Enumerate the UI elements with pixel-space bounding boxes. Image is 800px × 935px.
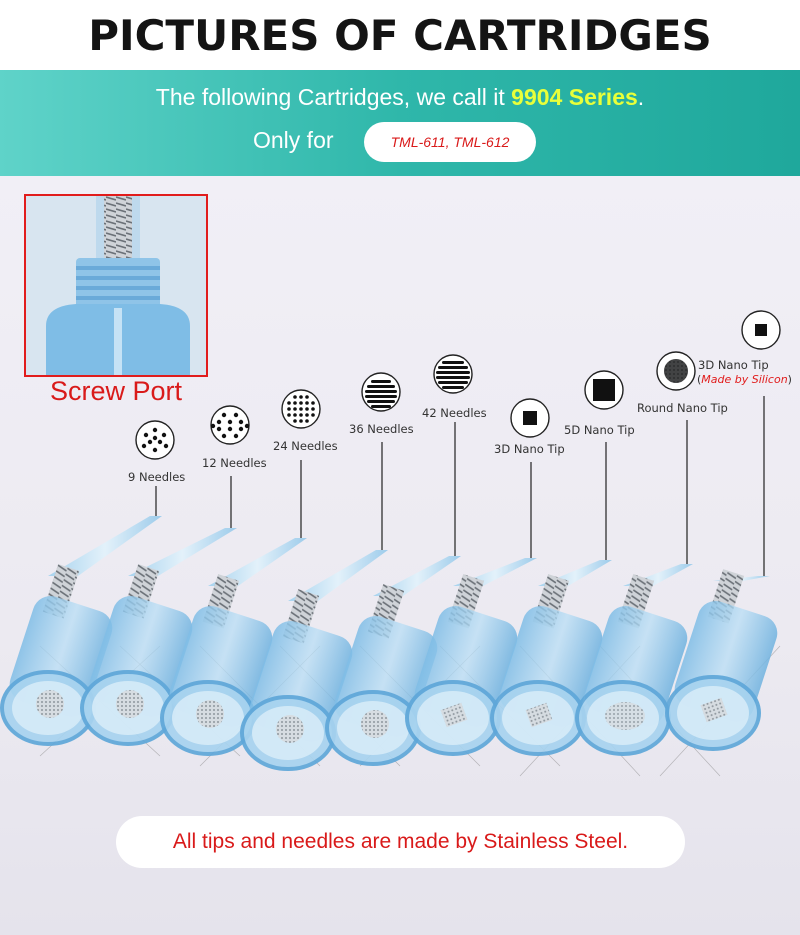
silicon-note: Made by Silicon [701,373,788,386]
label-round-nano-tip: Round Nano Tip [637,401,728,415]
banner-line1: The following Cartridges, we call it 990… [0,84,800,111]
only-for-label: Only for [253,127,334,153]
cartridge-body [240,550,388,771]
cartridge-body [665,569,778,751]
series-banner: The following Cartridges, we call it 990… [0,70,800,176]
cartridge-body [405,558,537,756]
label-36-needles: 36 Needles [349,422,414,436]
screw-port-image [26,196,206,375]
cartridge-body [160,538,307,756]
label-24-needles: 24 Needles [273,439,338,453]
label-9-needles: 9 Needles [128,470,186,484]
cartridge-illustration [0,396,781,777]
cartridge-body [575,564,693,756]
label-silicon-note: (Made by Silicon) [697,373,792,386]
screw-port-closeup [24,194,208,377]
label-3d-nano-tip: 3D Nano Tip [494,442,565,456]
label-3d-nano-tip-silicon: 3D Nano Tip [698,358,769,372]
models-badge: TML-611, TML-612 [364,122,536,162]
banner-prefix: The following Cartridges, we call it [155,84,512,110]
banner-suffix: . [637,84,645,110]
label-42-needles: 42 Needles [422,406,487,420]
cartridge-body [0,516,162,746]
label-12-needles: 12 Needles [202,456,267,470]
material-note: All tips and needles are made by Stainle… [116,816,685,868]
cartridge-body [490,560,612,756]
page-title: PICTURES OF CARTRIDGES [88,10,712,60]
series-name: 9904 Series [511,84,638,110]
leader-lines [155,396,765,576]
product-photo: Screw Port [0,176,800,935]
label-5d-nano-tip: 5D Nano Tip [564,423,635,437]
screw-port-label: Screw Port [49,376,183,406]
